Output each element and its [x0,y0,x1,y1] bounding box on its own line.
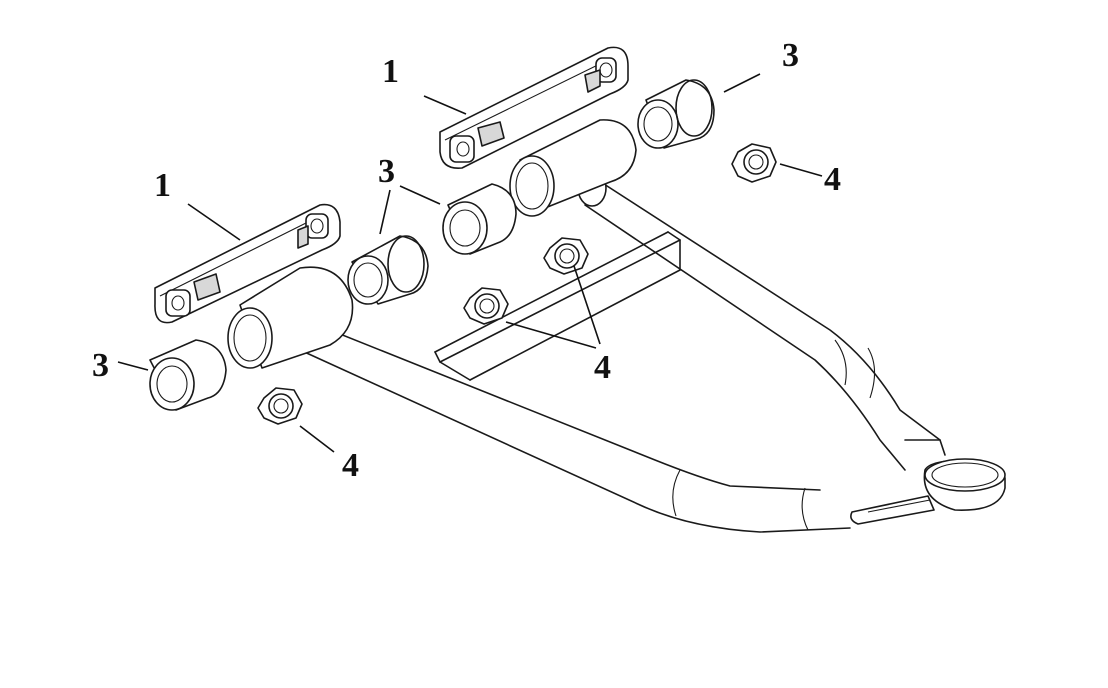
callout-3-left: 3 [92,347,109,384]
callout-3-top-right: 3 [782,37,799,74]
bushing-center-lower [347,235,429,305]
bushing-center-upper [442,183,517,255]
nut-center-lower [463,287,509,325]
a-arm [227,119,1006,533]
bracket-plate-left [154,203,341,324]
callout-4-left: 4 [342,447,359,484]
callout-1-left: 1 [154,167,171,204]
callout-4-right: 4 [824,161,841,198]
leader-lines [117,73,823,453]
bushing-left [149,339,227,411]
callout-1-top: 1 [382,53,399,90]
bracket-plate-top [439,46,629,169]
callout-4-center: 4 [594,349,611,386]
nut-left [257,387,303,425]
nut-right [731,143,777,183]
callout-3-center: 3 [378,153,395,190]
bushing-top-right [637,79,715,149]
nut-center-upper [543,237,589,275]
